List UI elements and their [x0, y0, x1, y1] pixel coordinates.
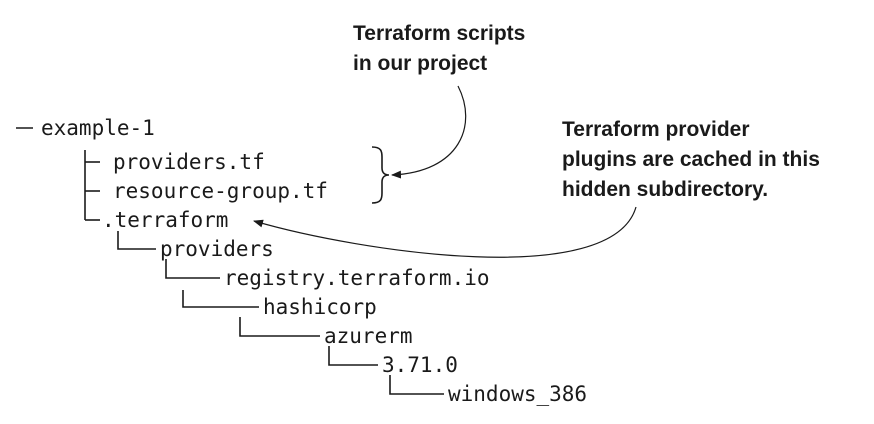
tree-labels: example-1 providers.tf resource-group.tf… [41, 116, 587, 406]
plugins-arrow [253, 206, 637, 258]
registry-connector [165, 259, 220, 279]
scripts-arrow [391, 85, 467, 179]
plugins-annotation-line2: plugins are cached in this [562, 148, 820, 171]
windows-386-connector [389, 375, 444, 395]
azurerm-connector [239, 317, 320, 337]
root-folder-label: example-1 [41, 116, 155, 140]
registry-dir-label: registry.terraform.io [224, 266, 490, 290]
scripts-annotation-line1: Terraform scripts [353, 22, 525, 45]
providers-dir-label: providers [160, 237, 274, 261]
tree-connectors [16, 127, 444, 395]
hashicorp-dir-label: hashicorp [263, 295, 377, 319]
hashicorp-connector [182, 290, 259, 308]
terraform-dir-label: .terraform [102, 208, 228, 232]
tf-files-brace [371, 146, 390, 204]
plugins-annotation-line3: hidden subdirectory. [562, 178, 768, 201]
windows-386-dir-label: windows_386 [448, 382, 587, 406]
scripts-annotation: Terraform scripts in our project [353, 22, 525, 179]
plugins-annotation: Terraform provider plugins are cached in… [253, 118, 820, 258]
providers-tf-label: providers.tf [113, 150, 265, 174]
version-connector [328, 346, 378, 366]
plugins-annotation-line1: Terraform provider [562, 118, 750, 141]
providers-connector [117, 231, 156, 250]
resource-group-tf-label: resource-group.tf [113, 179, 328, 203]
scripts-annotation-line2: in our project [353, 52, 487, 75]
azurerm-dir-label: azurerm [324, 324, 413, 348]
version-dir-label: 3.71.0 [382, 353, 458, 377]
